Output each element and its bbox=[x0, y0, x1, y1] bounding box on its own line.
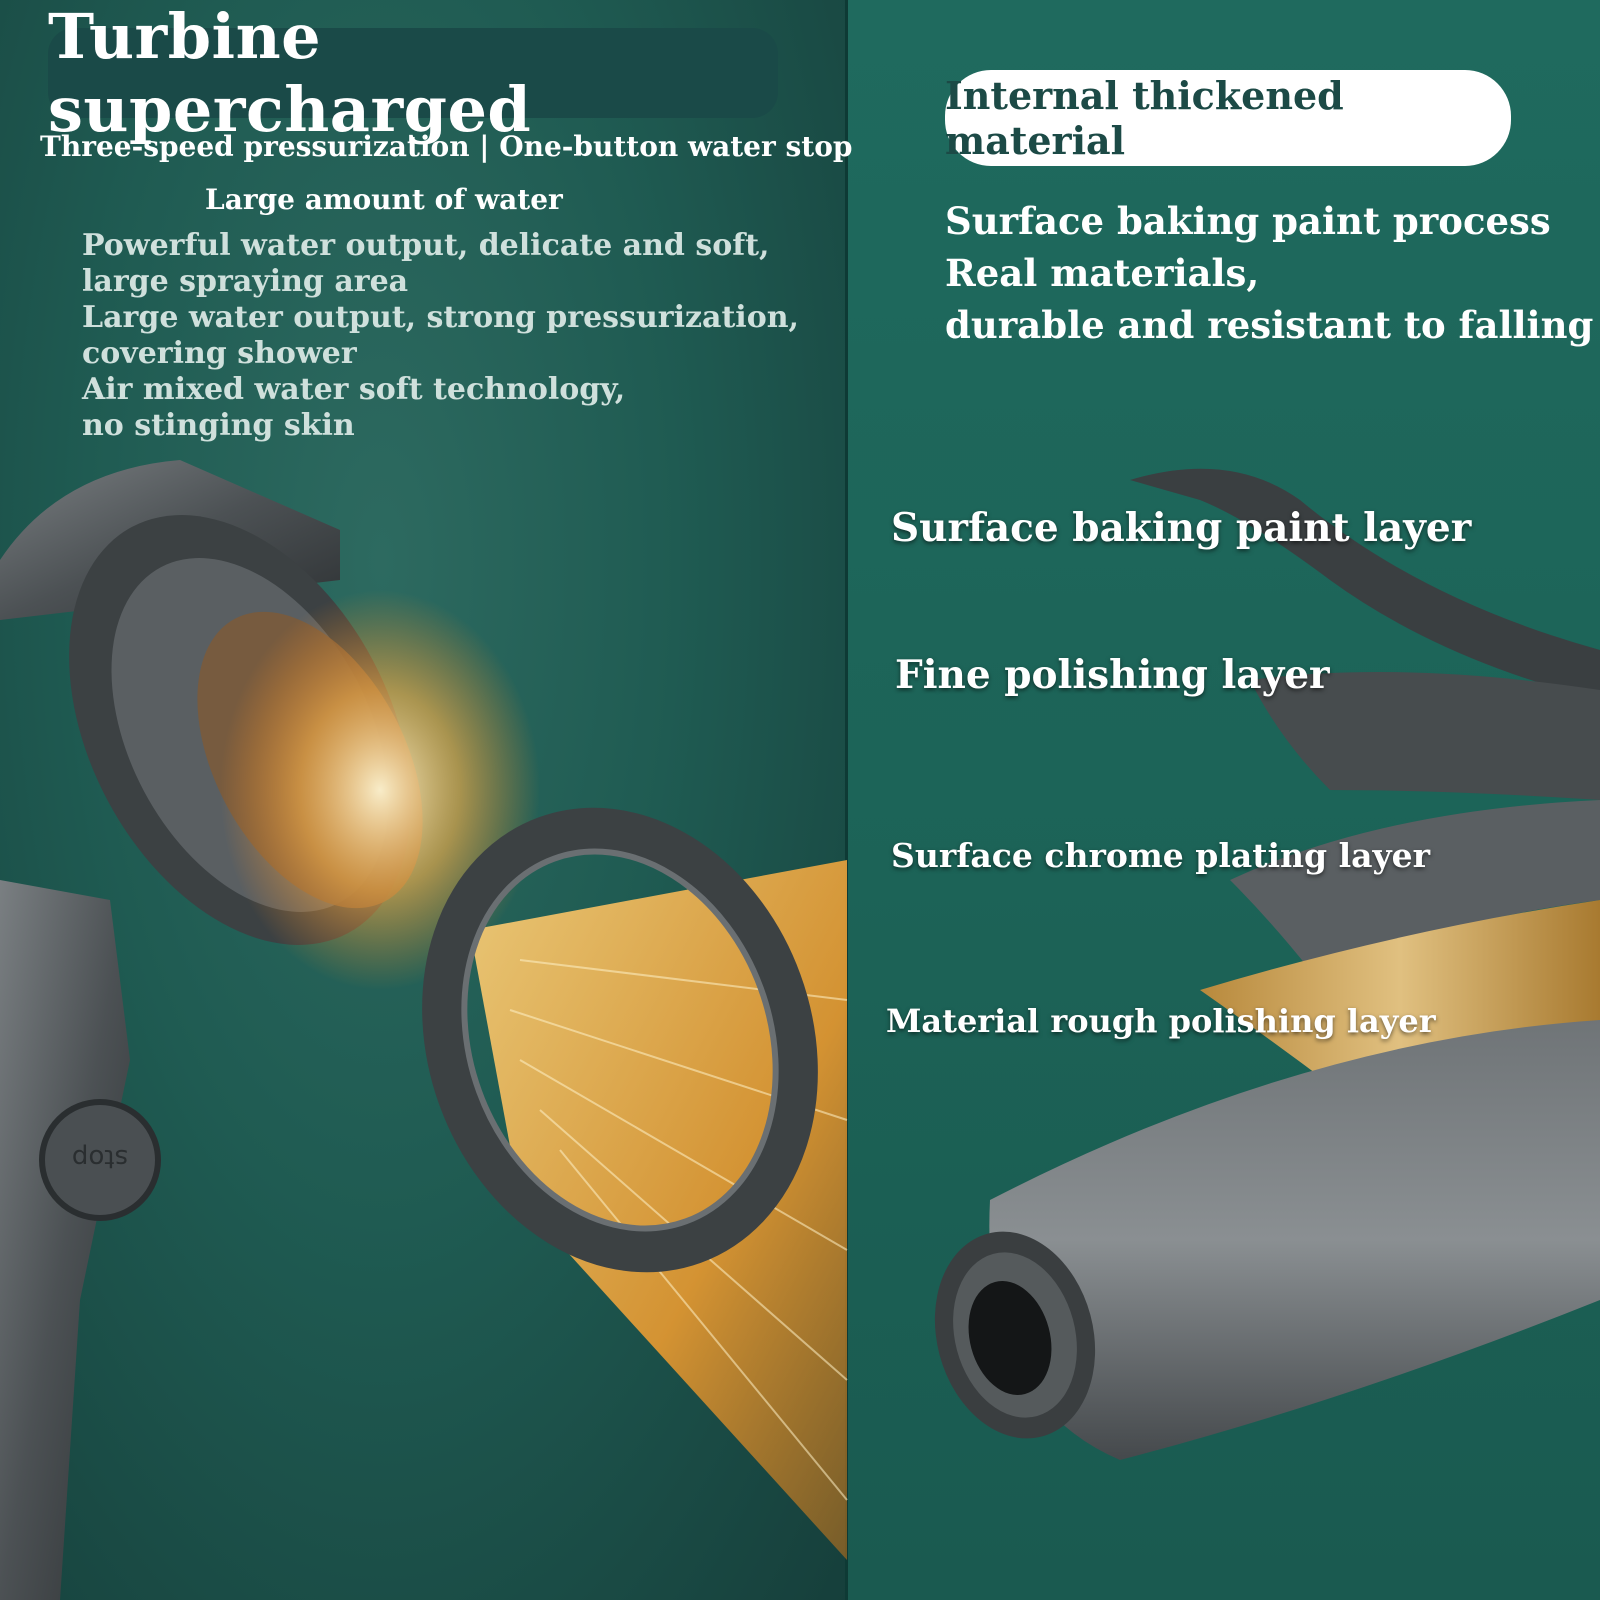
layer-label-rough-polishing: Material rough polishing layer bbox=[886, 1002, 1436, 1040]
feature-line: Air mixed water soft technology, bbox=[82, 372, 626, 407]
layer-label-chrome-plating: Surface chrome plating layer bbox=[891, 836, 1431, 875]
subtitle-secondary: Large amount of water bbox=[205, 183, 563, 216]
layer-label-fine-polishing: Fine polishing layer bbox=[895, 652, 1330, 698]
panel-divider bbox=[845, 0, 848, 1600]
layers-illustration bbox=[934, 468, 1600, 1460]
feature-list: Powerful water output, delicate and soft… bbox=[82, 228, 822, 444]
feature-line: Large water output, strong pressurizatio… bbox=[82, 300, 799, 335]
material-description: Surface baking paint process Real materi… bbox=[945, 195, 1594, 351]
feature-line: large spraying area bbox=[82, 264, 409, 299]
stop-button-label: stop bbox=[72, 1143, 128, 1173]
feature-line: no stinging skin bbox=[82, 408, 355, 443]
material-pill: Internal thickened material bbox=[945, 70, 1511, 166]
page-title: Turbine supercharged bbox=[48, 0, 532, 146]
pipe-body bbox=[989, 1020, 1600, 1460]
shower-handle bbox=[0, 880, 130, 1600]
chrome-plating-layer bbox=[1230, 800, 1600, 970]
shower-head-illustration: stop bbox=[0, 460, 848, 1600]
fine-polishing-layer bbox=[1250, 672, 1600, 800]
material-pill-label: Internal thickened material bbox=[945, 73, 1344, 163]
feature-line: covering shower bbox=[82, 336, 357, 371]
stop-button bbox=[39, 1099, 161, 1221]
baking-paint-layer bbox=[1130, 468, 1600, 700]
description-line: Surface baking paint process bbox=[945, 199, 1551, 243]
face-ring bbox=[422, 807, 818, 1273]
description-line: Real materials, bbox=[945, 251, 1260, 295]
pipe-opening bbox=[968, 1281, 1052, 1395]
description-line: durable and resistant to falling bbox=[945, 303, 1594, 347]
subtitle: Three-speed pressurization | One-button … bbox=[40, 130, 853, 163]
title-pill: Turbine supercharged bbox=[48, 0, 778, 146]
feature-line: Powerful water output, delicate and soft… bbox=[82, 228, 770, 263]
layer-label-baking-paint: Surface baking paint layer bbox=[891, 505, 1472, 551]
